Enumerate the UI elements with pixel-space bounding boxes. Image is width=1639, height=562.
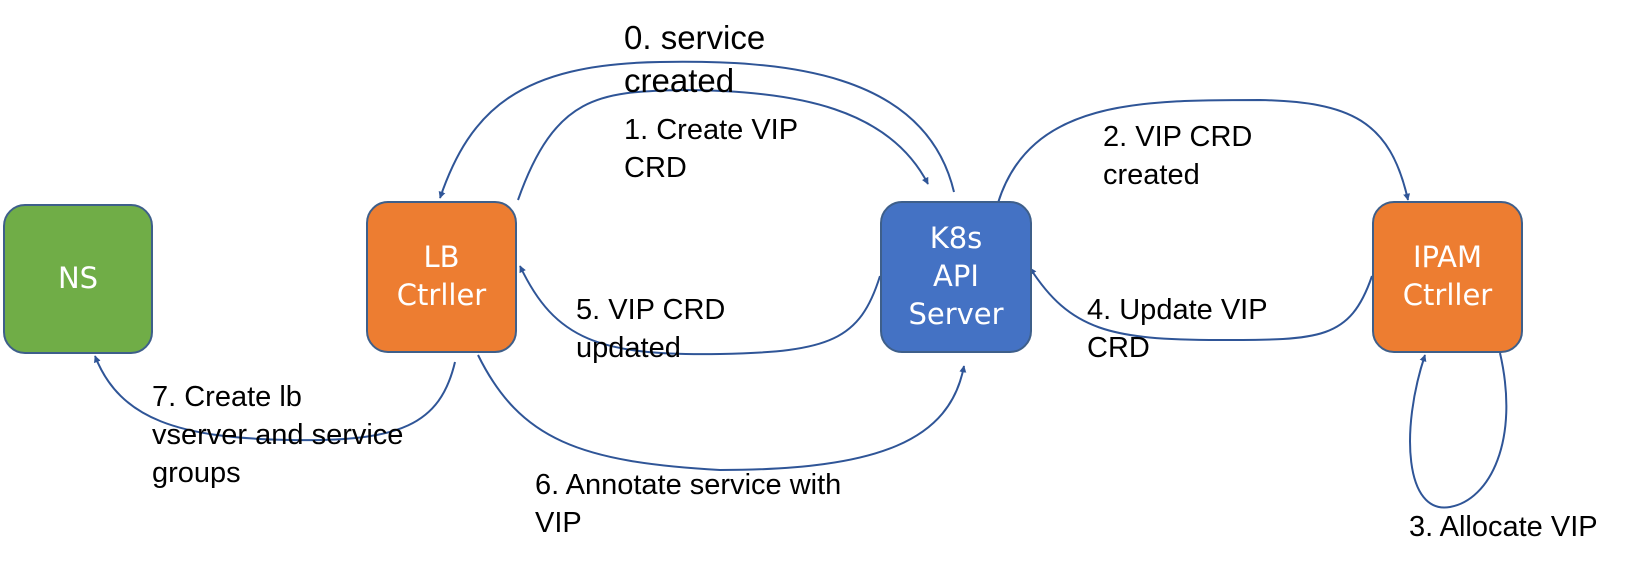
edge-label-update-vip-crd: 4. Update VIP CRD <box>1087 291 1268 367</box>
k8s-api-server-label-line: API <box>933 259 979 294</box>
edge-allocate-vip <box>1409 352 1508 509</box>
ipam-controller-label-line: Ctrller <box>1402 278 1493 312</box>
ns-node-label-line: NS <box>57 261 99 296</box>
edge-label-line: 2. VIP CRD <box>1103 121 1253 153</box>
edge-label-line: CRD <box>624 152 687 184</box>
edge-annotate-service <box>477 354 967 472</box>
edge-service-created <box>438 60 955 199</box>
edge-label-line: 1. Create VIP <box>624 114 799 146</box>
edge-label-service-created: 0. service created <box>624 16 765 102</box>
k8s-api-server-node-label: K8s API Server <box>908 220 1003 333</box>
edge-label-line: VIP <box>535 507 582 539</box>
k8s-api-server-label-line: Server <box>908 296 1004 331</box>
edge-label-line: 7. Create lb <box>152 381 302 413</box>
ipam-controller-node-label: IPAM Ctrller <box>1403 239 1492 314</box>
edge-label-line: vserver and service <box>152 419 404 451</box>
edge-update-vip-crd <box>1029 267 1373 342</box>
edge-label-line: groups <box>152 457 241 489</box>
edge-create-lb-vserver <box>94 355 456 442</box>
edge-label-line: 0. service <box>624 19 766 56</box>
edge-create-vip-crd <box>517 88 929 201</box>
edge-label-line: 3. Allocate VIP <box>1409 511 1598 543</box>
ipam-controller-node[interactable]: IPAM Ctrller <box>1372 201 1523 353</box>
edge-vip-crd-updated <box>519 265 881 356</box>
ns-node-label: NS <box>58 260 98 298</box>
edge-label-allocate-vip: 3. Allocate VIP <box>1409 508 1598 546</box>
edge-label-line: created <box>624 62 735 99</box>
edge-label-annotate-service: 6. Annotate service with VIP <box>535 466 841 542</box>
ipam-controller-label-line: IPAM <box>1412 240 1483 275</box>
lb-controller-node-label: LB Ctrller <box>397 239 486 314</box>
edge-label-line: 6. Annotate service with <box>535 469 842 501</box>
edge-label-line: created <box>1103 159 1200 191</box>
lb-controller-label-line: Ctrller <box>396 278 487 312</box>
edge-label-line: 4. Update VIP <box>1087 294 1268 326</box>
edge-label-vip-crd-created: 2. VIP CRD created <box>1103 118 1252 194</box>
edge-label-vip-crd-updated: 5. VIP CRD updated <box>576 291 725 367</box>
edge-label-create-vip-crd: 1. Create VIP CRD <box>624 111 798 187</box>
edge-label-line: CRD <box>1087 332 1150 364</box>
ns-node[interactable]: NS <box>3 204 153 354</box>
k8s-api-server-label-line: K8s <box>929 221 983 256</box>
edge-label-create-lb-vserver: 7. Create lb vserver and service groups <box>152 378 403 492</box>
k8s-api-server-node[interactable]: K8s API Server <box>880 201 1032 353</box>
edge-label-line: updated <box>576 332 681 364</box>
lb-controller-label-line: LB <box>423 240 460 275</box>
edge-vip-crd-created <box>997 98 1411 204</box>
lb-controller-node[interactable]: LB Ctrller <box>366 201 517 353</box>
edge-label-line: 5. VIP CRD <box>576 294 726 326</box>
